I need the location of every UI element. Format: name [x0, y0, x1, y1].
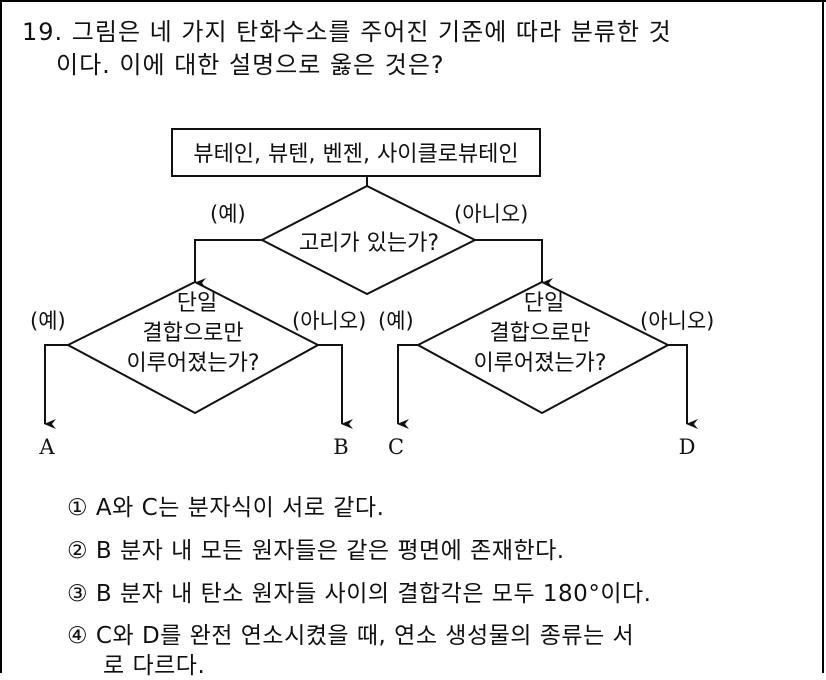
- right-yes-label: (예): [378, 309, 414, 333]
- single-bond-left-line-1: 단일: [177, 291, 217, 316]
- hydrocarbon-list-box: [171, 128, 541, 177]
- frame-top-border: [0, 0, 826, 2]
- hydrocarbon-list-text: 뷰테인, 뷰텐, 벤젠, 사이클로뷰테인: [193, 142, 518, 167]
- answer-choice-4[interactable]: ④ C와 D를 완전 연소시켰을 때, 연소 생성물의 종류는 서: [67, 623, 635, 649]
- left-no-label: (아니오): [292, 309, 366, 333]
- leaf-d: D: [679, 435, 696, 459]
- right-no-label: (아니오): [640, 309, 714, 333]
- answer-choice-1[interactable]: ① A와 C는 분자식이 서로 같다.: [67, 495, 385, 521]
- single-bond-left-line-3: 이루어졌는가?: [126, 351, 259, 376]
- frame-right-border: [822, 0, 824, 673]
- answer-choice-4-continued: 로 다르다.: [103, 653, 206, 679]
- question-line-2: 이다. 이에 대한 설명으로 옳은 것은?: [56, 51, 445, 79]
- ring-yes-label: (예): [210, 202, 246, 226]
- single-bond-right-line-3: 이루어졌는가?: [473, 351, 606, 376]
- answer-choice-2[interactable]: ② B 분자 내 모든 원자들은 같은 평면에 존재한다.: [67, 538, 565, 564]
- left-no-connector: [318, 344, 353, 429]
- leaf-b: B: [333, 435, 348, 459]
- leaf-c: C: [388, 435, 404, 459]
- ring-yes-connector: [194, 239, 262, 288]
- ring-no-connector: [475, 239, 553, 288]
- question-line-1: 19. 그림은 네 가지 탄화수소를 주어진 기준에 따라 분류한 것: [22, 18, 672, 46]
- left-yes-connector: [44, 344, 68, 429]
- right-yes-connector: [397, 344, 418, 429]
- single-bond-right-line-1: 단일: [524, 291, 564, 316]
- ring-no-label: (아니오): [454, 202, 528, 226]
- ring-question-text: 고리가 있는가?: [299, 231, 439, 256]
- single-bond-right-line-2: 결합으로만: [489, 321, 590, 346]
- leaf-a: A: [38, 435, 55, 459]
- ring-question-diamond: [259, 184, 478, 296]
- single-bond-diamond-left: [65, 280, 321, 415]
- frame-left-border: [0, 0, 2, 673]
- answer-choice-3[interactable]: ③ B 분자 내 탄소 원자들 사이의 결합각은 모두 180°이다.: [67, 581, 652, 607]
- left-yes-label: (예): [30, 309, 66, 333]
- single-bond-diamond-right: [415, 280, 671, 415]
- right-no-connector: [668, 344, 698, 429]
- single-bond-left-line-2: 결합으로만: [142, 321, 243, 346]
